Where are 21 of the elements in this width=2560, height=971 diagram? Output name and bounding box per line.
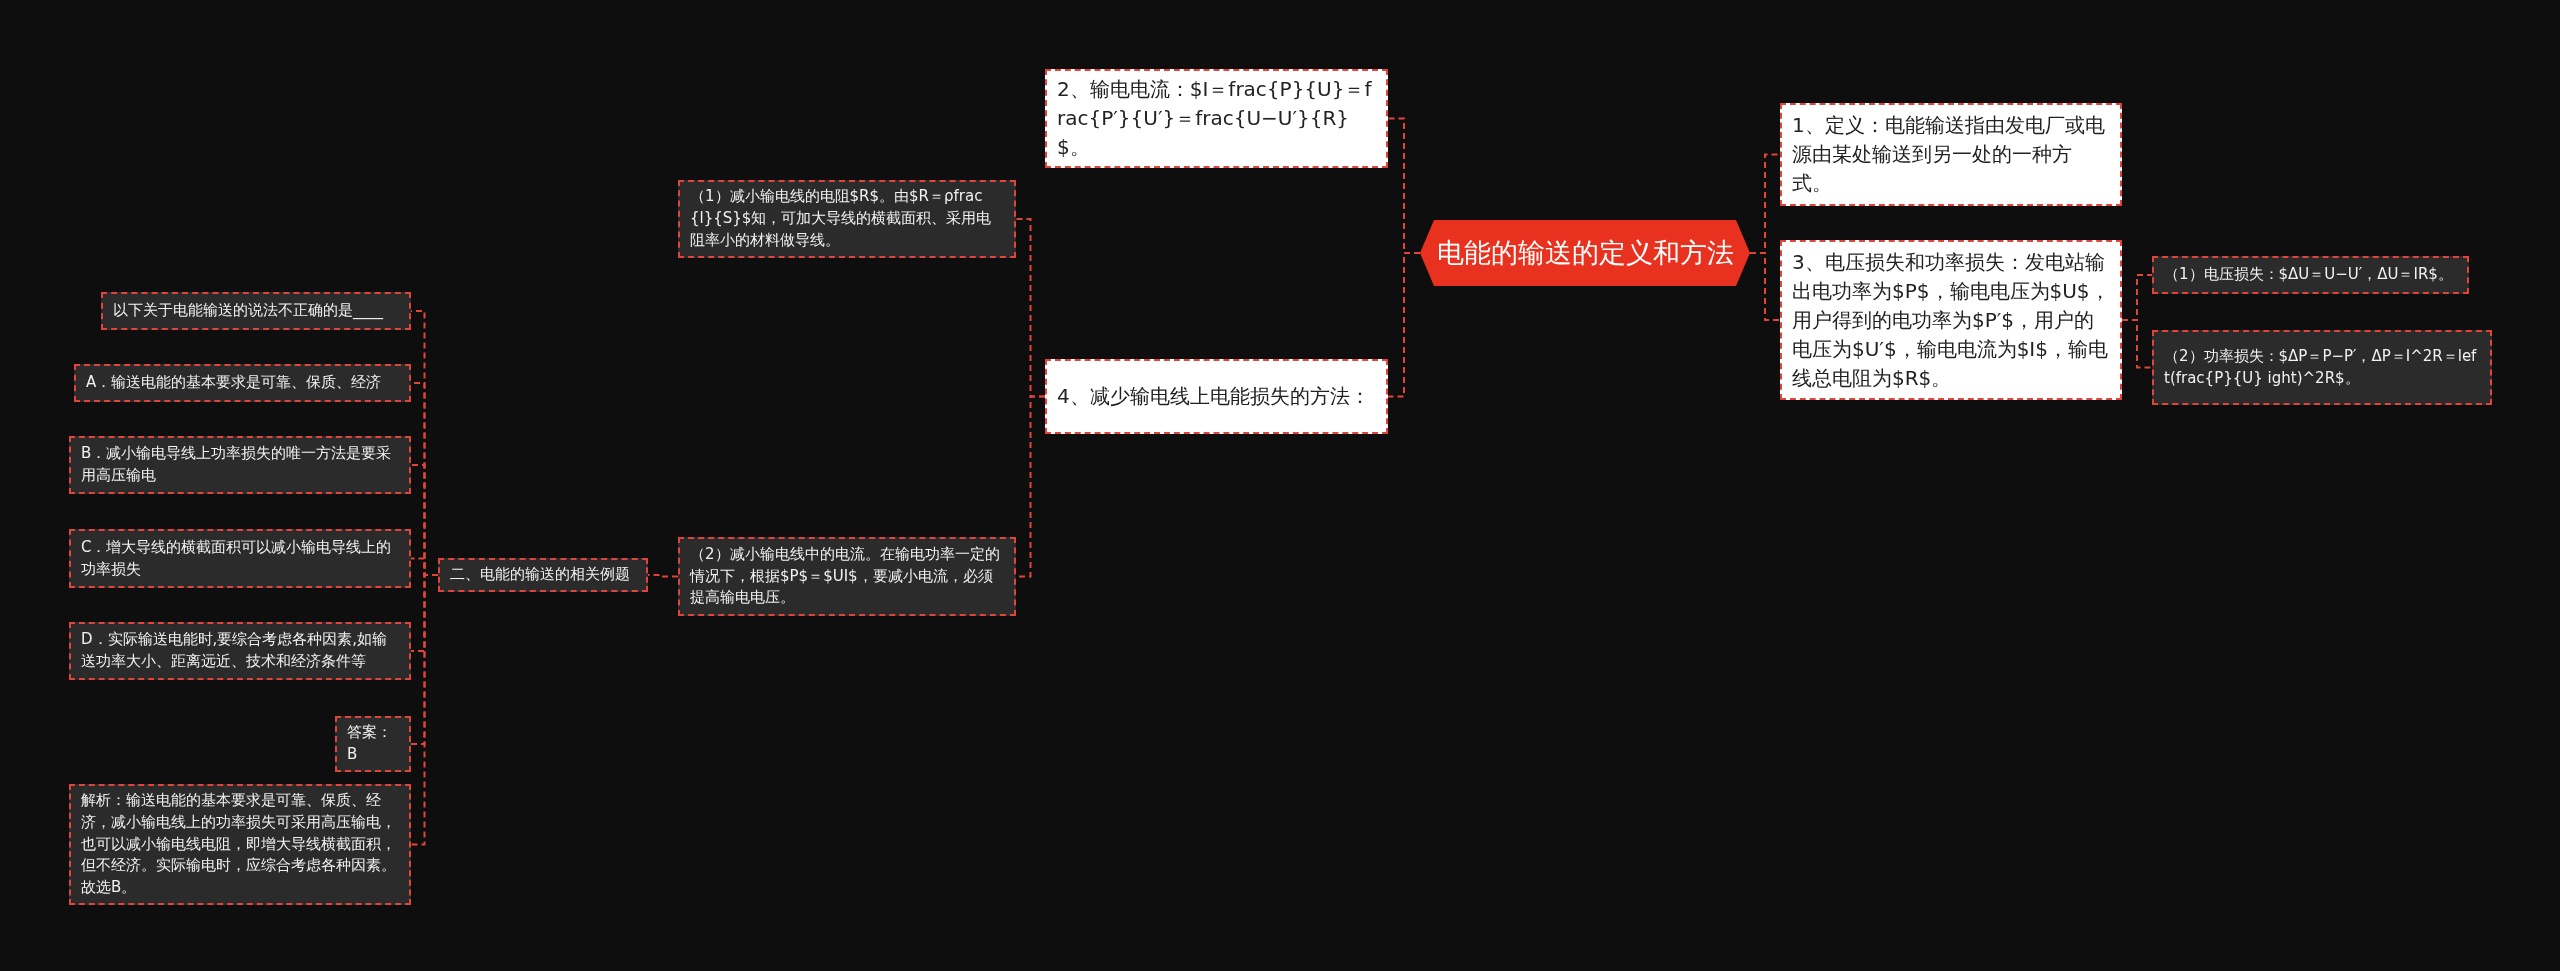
subtopic-box: B．减小输电导线上功率损失的唯一方法是要采用高压输电	[69, 436, 411, 494]
subtopic-box: （1）电压损失：$ΔU＝U−U′，ΔU＝IR$。	[2152, 256, 2469, 294]
topic-box: 3、电压损失和功率损失：发电站输出电功率为$P$，输电电压为$U$，用户得到的电功率为$P′$，用户的电压为$U′$，输电电流为$I$，输电线总电阻为$R$。	[1780, 240, 2122, 400]
connector-line	[1387, 252, 1421, 398]
subtopic-box: D．实际输送电能时,要综合考虑各种因素,如输送功率大小、距离远近、技术和经济条件等	[69, 622, 411, 680]
subtopic-box: （2）功率损失：$ΔP＝P−P′，ΔP＝I^2R＝left(frac{P}{U} ight)^2R$。	[2152, 330, 2492, 405]
connector-line	[1749, 252, 1781, 321]
subtopic-box: C．增大导线的横截面积可以减小输电导线上的功率损失	[69, 529, 411, 588]
topic-box: 4、减少输电线上电能损失的方法：	[1045, 359, 1388, 434]
connector-line	[410, 574, 439, 846]
subtopic-box: （1）减小输电线的电阻$R$。由$R＝ρfrac{l}{S}$知，可加大导线的横截面积、采用电阻率小的材料做导线。	[678, 180, 1016, 258]
subtopic-box: 答案：B	[335, 716, 411, 772]
subtopic-box: 二、电能的输送的相关例题	[438, 558, 648, 592]
subtopic-box: 以下关于电能输送的说法不正确的是____	[101, 292, 411, 330]
central-topic: 电能的输送的定义和方法	[1420, 220, 1750, 286]
topic-box: 1、定义：电能输送指由发电厂或电源由某处输送到另一处的一种方式。	[1780, 103, 2122, 206]
topic-box: 2、输电电流：$I＝frac{P}{U}＝frac{P′}{U′}＝frac{U−U′}{R}$。	[1045, 69, 1388, 168]
connector-line	[2121, 319, 2153, 369]
subtopic-box: A．输送电能的基本要求是可靠、保质、经济	[74, 364, 411, 402]
subtopic-box: （2）减小输电线中的电流。在输电功率一定的情况下，根据$P$＝$UI$，要减小电流，必须提高输电电压。	[678, 537, 1016, 616]
subtopic-box: 解析：输送电能的基本要求是可靠、保质、经济，减小输电线上的功率损失可采用高压输电，也可以减小输电线电阻，即增大导线横截面积，但不经济。实际输电时，应综合考虑各种因素。故选B。	[69, 784, 411, 905]
